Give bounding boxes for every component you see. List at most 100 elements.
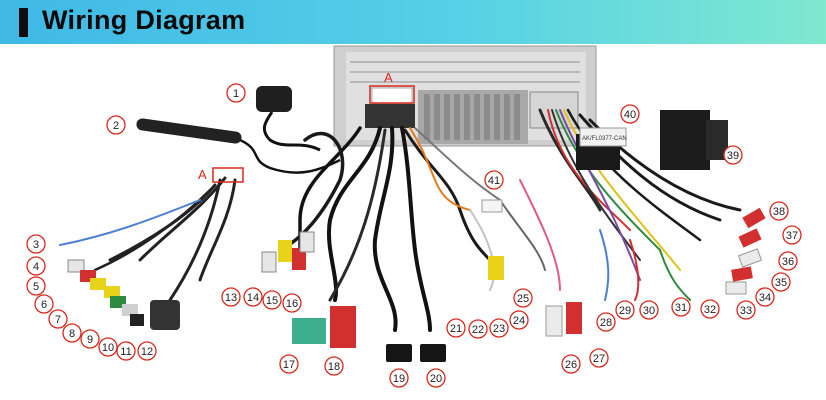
video-rca-plug: [488, 256, 504, 280]
head-unit-chassis: [333, 45, 597, 147]
callout-36: 36: [778, 251, 798, 271]
callout-18: 18: [324, 356, 344, 376]
audio-rca-plug-white: [545, 305, 563, 337]
rca-plugs-left: [67, 259, 180, 330]
cable-bundle-center: [278, 126, 501, 332]
callout-number: 33: [740, 305, 752, 317]
callout-40: 40: [620, 104, 640, 124]
callout-15: 15: [262, 290, 282, 310]
callout-14: 14: [243, 287, 263, 307]
callout-number: 18: [328, 361, 340, 373]
callout-31: 31: [671, 297, 691, 317]
callout-25: 25: [513, 288, 533, 308]
callout-34: 34: [755, 287, 775, 307]
callout-4: 4: [26, 256, 46, 276]
callout-number: 38: [773, 206, 785, 218]
small-white-connector: [481, 199, 503, 213]
callout-number: 37: [786, 230, 798, 242]
vehicle-harness-connector: [660, 110, 728, 170]
callout-20: 20: [426, 368, 446, 388]
callout-number: 32: [704, 304, 716, 316]
rca-plugs-right: [725, 207, 766, 295]
callout-number: 30: [643, 305, 655, 317]
callout-16: 16: [282, 293, 302, 313]
callout-number: 4: [33, 261, 39, 273]
callout-39: 39: [723, 145, 743, 165]
callout-number: 16: [286, 298, 298, 310]
callout-28: 28: [596, 312, 616, 332]
callout-35: 35: [771, 272, 791, 292]
callout-19: 19: [389, 368, 409, 388]
callout-number: 25: [517, 293, 529, 305]
callout-number: 22: [472, 324, 484, 336]
wifi-antenna: [136, 118, 341, 174]
callout-27: 27: [589, 348, 609, 368]
callout-30: 30: [639, 300, 659, 320]
callout-17: 17: [279, 354, 299, 374]
callout-number: 34: [759, 292, 771, 304]
usb-plug-1: [386, 344, 412, 362]
callout-number: 41: [488, 175, 500, 187]
callout-number: 14: [247, 292, 259, 304]
callout-1: 1: [226, 83, 246, 103]
connector-a-top-box: [369, 85, 415, 104]
connector-a-top-label: A: [384, 70, 393, 85]
callout-number: 29: [619, 305, 631, 317]
callout-29: 29: [615, 300, 635, 320]
page-title: Wiring Diagram: [42, 5, 246, 35]
callout-13: 13: [221, 287, 241, 307]
callout-number: 9: [87, 334, 93, 346]
rca-plugs-middle: [261, 231, 315, 273]
callout-number: 24: [513, 315, 525, 327]
callout-number: 35: [775, 277, 787, 289]
callout-number: 28: [600, 317, 612, 329]
audio-rca-plug-red: [566, 302, 582, 334]
callout-23: 23: [489, 318, 509, 338]
header-banner: Wiring Diagram: [0, 0, 826, 44]
can-decoder-module: AK/FL0377-CAN: [576, 127, 627, 170]
callout-number: 7: [55, 314, 61, 326]
callout-number: 3: [33, 239, 39, 251]
usb-plug-2: [420, 344, 446, 362]
callout-8: 8: [62, 323, 82, 343]
red-connector: [330, 306, 356, 348]
green-connector: [292, 318, 326, 344]
callout-number: 27: [593, 353, 605, 365]
callout-number: 26: [565, 359, 577, 371]
callout-2: 2: [106, 115, 126, 135]
callout-number: 39: [727, 150, 739, 162]
callout-number: 8: [69, 328, 75, 340]
callout-number: 23: [493, 323, 505, 335]
callout-number: 40: [624, 109, 636, 121]
callout-22: 22: [468, 319, 488, 339]
gps-antenna: [256, 86, 321, 152]
rca-bundle-left: [59, 176, 237, 302]
callout-12: 12: [137, 341, 157, 361]
connector-a-left-box: [212, 167, 244, 183]
callout-9: 9: [80, 329, 100, 349]
callout-number: 6: [41, 299, 47, 311]
header-accent-bar: [19, 8, 28, 37]
callout-11: 11: [116, 341, 136, 361]
callout-number: 1: [233, 88, 239, 100]
callout-number: 20: [430, 373, 442, 385]
callout-number: 11: [120, 346, 131, 358]
callout-number: 13: [225, 292, 237, 304]
callout-number: 17: [283, 359, 295, 371]
callout-5: 5: [26, 276, 46, 296]
callout-number: 31: [675, 302, 687, 314]
callout-number: 5: [33, 281, 39, 293]
callout-38: 38: [769, 201, 789, 221]
callout-number: 19: [393, 373, 405, 385]
callout-32: 32: [700, 299, 720, 319]
callout-number: 10: [102, 342, 114, 354]
callout-7: 7: [48, 309, 68, 329]
callout-number: 15: [266, 295, 278, 307]
callout-6: 6: [34, 294, 54, 314]
callout-21: 21: [446, 318, 466, 338]
callout-33: 33: [736, 300, 756, 320]
connector-a-left-label: A: [198, 167, 207, 182]
callout-37: 37: [782, 225, 802, 245]
callout-24: 24: [509, 310, 529, 330]
